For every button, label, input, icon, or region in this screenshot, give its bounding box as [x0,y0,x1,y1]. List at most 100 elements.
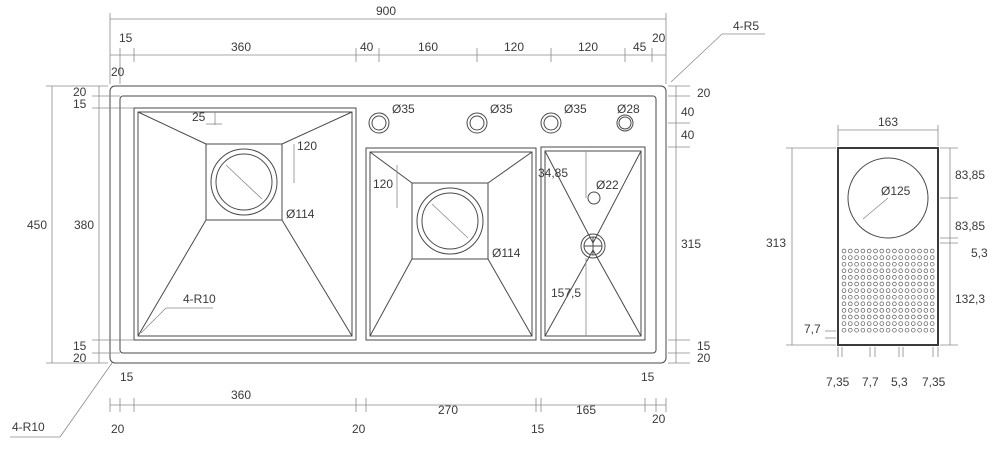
perforation-dot [923,248,929,254]
perforation-dot [904,261,910,267]
board-right-dim-4: 132,3 [955,292,985,306]
perforation-dot [873,301,878,307]
perforation-dot [848,327,853,333]
perforation-dot [854,275,859,280]
perforation-grid [841,248,935,333]
perforation-dot [904,268,910,274]
perforation-dot [923,314,929,320]
board-width-label: 163 [878,115,898,129]
board-right-dim-3: 5,3 [971,246,988,260]
perforation-dot [904,321,910,326]
perforation-dot [848,261,853,267]
bottom-top-left: 15 [120,370,134,384]
perforation-dot [879,294,885,300]
perforation-dot [848,281,853,287]
bottom-dim-2: 270 [438,403,458,417]
perforation-dot [892,275,897,280]
right-dim-6: 20 [697,351,711,365]
perforation-dot [911,301,916,307]
perforation-dot [885,308,891,313]
perforation-dot [866,301,872,307]
perforation-dot [879,288,885,293]
perforation-dot [866,255,872,260]
perforation-dot [904,327,910,333]
perforation-dot [904,301,910,307]
perforation-dot [841,327,847,333]
perforation-dot [854,268,859,274]
perforation-dot [848,321,853,326]
perforation-dot [892,301,897,307]
overall-height-label: 450 [27,218,47,232]
perforation-dot [911,261,916,267]
left-dim-top-20: 20 [73,85,87,99]
perforation-dot [885,261,891,267]
perforation-dot [923,255,929,260]
perforation-dot [885,275,891,280]
perforation-dot [860,275,866,280]
perforation-dot [892,321,897,326]
perforation-dot [841,301,847,307]
perforation-dot [904,248,910,254]
top-dim-1: 15 [119,31,133,45]
bowl1-radius-label: 4-R10 [183,292,216,306]
perforation-dot [923,301,929,307]
perforation-dot [866,281,872,287]
perforation-dot [860,281,866,287]
perforation-dot [898,248,903,254]
perforation-dot [873,294,878,300]
perforation-dot [848,294,853,300]
perforation-dot [873,321,878,326]
left-dim-bot-20: 20 [73,351,87,365]
perforation-dot [860,248,866,254]
perforation-dot [841,321,847,326]
left-dimensions: 450 380 20 15 15 20 4-R10 [10,85,134,438]
perforation-dot [929,301,935,307]
top-left-margin: 20 [111,65,125,79]
perforation-dot [879,327,885,333]
right-dim-4: 315 [681,237,701,251]
perforation-dot [917,308,922,313]
overall-width-label: 900 [376,4,396,18]
perforation-dot [892,268,897,274]
perforation-dot [917,327,922,333]
board-height-label: 313 [766,236,786,250]
corner-radius-label: 4-R5 [733,19,759,33]
perforation-dot [911,281,916,287]
bowl2-drain-label: Ø114 [492,246,521,260]
perforation-dot [841,275,847,280]
perforation-dot [917,301,922,307]
perforation-dot [860,308,866,313]
bowl3-bottom-dim: 157,5 [551,286,581,300]
board-right-dim-2: 83,85 [955,219,985,233]
perforation-dot [879,281,885,287]
perforation-dot [929,281,935,287]
perforation-dot [841,288,847,293]
perforation-dot [879,261,885,267]
perforation-dot [923,261,929,267]
hole-2-label: Ø35 [490,102,513,116]
perforation-dot [911,268,916,274]
left-dim-bot-15: 15 [73,339,87,353]
perforation-dot [879,255,885,260]
bowl2-drain-size-label: 120 [373,177,393,191]
perforation-dot [873,314,878,320]
perforation-dot [898,288,903,293]
board-bottom-dim-4: 7,35 [922,375,946,389]
perforation-dot [929,255,935,260]
perforation-dot [929,294,935,300]
perforation-dot [898,261,903,267]
outer-radius-label: 4-R10 [12,420,45,434]
bottom-dim-1: 360 [231,388,251,402]
perforation-dot [892,314,897,320]
perforation-dot [866,294,872,300]
perforation-dot [879,301,885,307]
perforation-dot [866,268,872,274]
perforation-dot [854,281,859,287]
perforation-dot [866,248,872,254]
perforation-dot [917,261,922,267]
perforation-dot [841,261,847,267]
perforation-dot [904,294,910,300]
hole-3-label: Ø35 [564,102,587,116]
bowl3-top-dim: 34,85 [538,166,568,180]
perforation-dot [892,327,897,333]
